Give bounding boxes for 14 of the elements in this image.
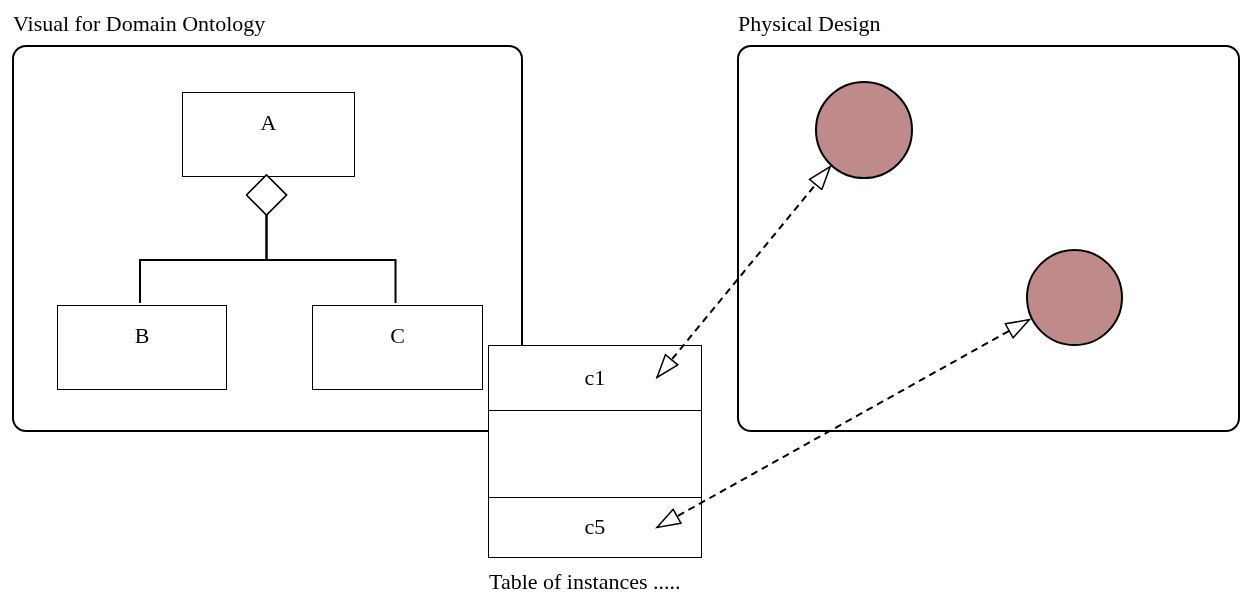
dashed-arrow: [656, 165, 832, 379]
instance-label: c1: [583, 364, 607, 391]
class-name: A: [259, 109, 278, 136]
class-name: B: [133, 322, 151, 349]
dashed-arrow: [656, 318, 1031, 529]
class-box: [182, 92, 355, 177]
class-box: [57, 305, 227, 390]
class-name: C: [389, 322, 406, 349]
instance-label: c5: [583, 514, 607, 540]
aggregation-connector: [245, 174, 397, 304]
panel-title: Physical Design: [738, 11, 881, 37]
panel-title: Visual for Domain Ontology: [13, 11, 266, 37]
class-box: [312, 305, 483, 390]
table-caption: Table of instances .....: [489, 569, 681, 595]
